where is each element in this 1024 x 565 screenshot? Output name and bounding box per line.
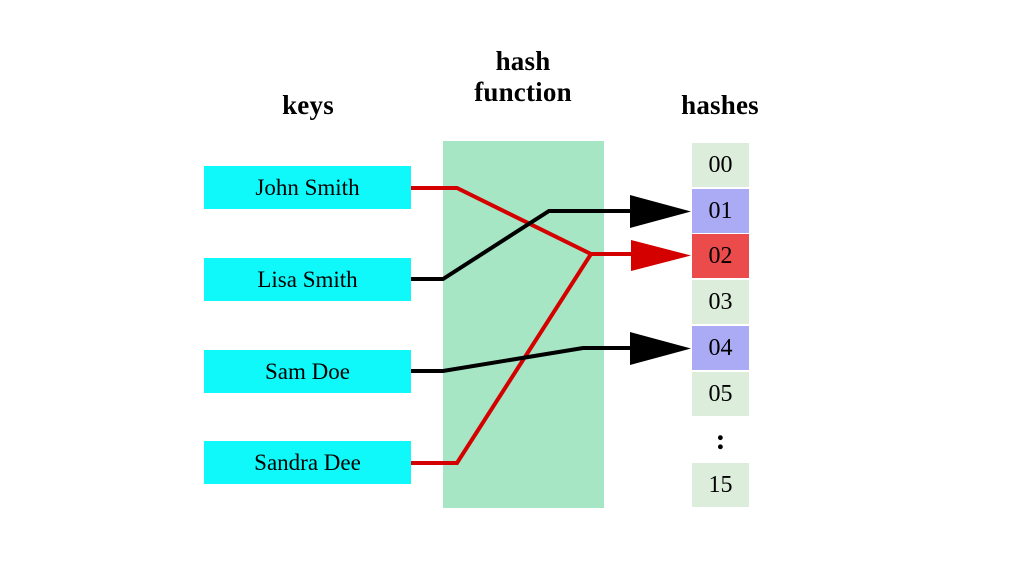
- hash-list-ellipsis: :: [715, 422, 726, 456]
- hash-cell-05[interactable]: 05: [692, 372, 749, 416]
- column-heading-keys: keys: [282, 90, 334, 120]
- arrowhead-black-to-04: [630, 332, 691, 365]
- column-heading-hashes: hashes: [681, 90, 759, 120]
- column-heading-hash-function: hash function: [474, 46, 572, 108]
- key-box-john-smith[interactable]: John Smith: [204, 166, 411, 209]
- hash-cell-03[interactable]: 03: [692, 280, 749, 324]
- key-box-sam-doe[interactable]: Sam Doe: [204, 350, 411, 393]
- hash-cell-04[interactable]: 04: [692, 326, 749, 370]
- hash-cell-15[interactable]: 15: [692, 463, 749, 507]
- key-box-lisa-smith[interactable]: Lisa Smith: [204, 258, 411, 301]
- hash-function-band: [443, 141, 604, 508]
- hash-cell-00[interactable]: 00: [692, 143, 749, 187]
- hash-cell-01[interactable]: 01: [692, 189, 749, 233]
- hash-cell-02[interactable]: 02: [692, 234, 749, 278]
- arrowhead-red-to-02: [631, 240, 691, 271]
- key-box-sandra-dee[interactable]: Sandra Dee: [204, 441, 411, 484]
- arrowhead-black-to-01: [630, 195, 691, 228]
